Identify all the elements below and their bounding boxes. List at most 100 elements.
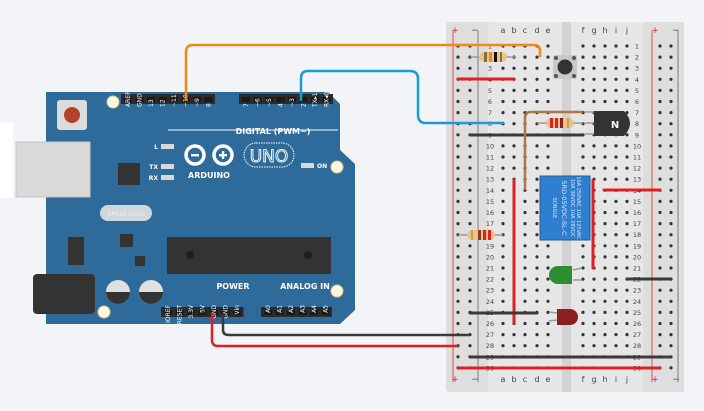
row-number: 19 [486,242,494,250]
row-number: 27 [633,331,641,339]
header-pin[interactable] [204,97,213,102]
header-pin[interactable] [187,310,195,315]
wire-brown[interactable] [523,110,583,190]
header-pin[interactable] [264,310,272,315]
pin-label: 7 [243,103,250,107]
header-pin[interactable] [170,97,178,102]
pin-label: GND [211,305,218,319]
row-number: 2 [635,54,639,62]
header-pin[interactable] [288,97,296,102]
row-number: 12 [633,165,641,173]
header-pin[interactable] [322,97,331,102]
led-red[interactable] [548,309,578,325]
resistor-r2[interactable] [537,118,583,128]
header-pin[interactable] [233,310,241,315]
analog-header-label: ANALOG IN [280,282,330,291]
header-pin[interactable] [164,310,172,315]
row-number: 5 [488,87,492,95]
row-number: 17 [486,220,494,228]
header-pin[interactable] [147,97,155,102]
header-pin[interactable] [175,310,184,315]
digital-header-label: DIGITAL (PWM~) [236,127,311,136]
pin-label: ~3 [289,98,296,107]
rail-polarity-label: + [651,26,659,36]
header-pin[interactable] [158,97,167,102]
column-label: i [615,375,617,384]
led-rx: RX [149,175,174,182]
resistor-r1[interactable] [470,52,516,62]
header-pin[interactable] [276,97,285,102]
voltage-regulator [68,237,84,265]
header-pin[interactable] [242,97,250,102]
rail-polarity-label: + [651,375,659,385]
column-label: d [534,375,539,384]
row-number: 1 [635,43,639,51]
header-pin[interactable] [311,97,319,102]
reset-button[interactable] [57,100,87,130]
header-pin[interactable] [299,97,308,102]
row-number: 16 [486,209,494,217]
pin-label: A0 [265,305,272,313]
pin-label: ~11 [171,94,178,107]
pushbutton[interactable] [553,55,577,79]
header-pin[interactable] [287,310,295,315]
header-pin[interactable] [193,97,201,102]
column-label: c [523,26,527,35]
row-number: 9 [635,131,639,139]
row-number: 24 [486,298,494,306]
header-pin[interactable] [198,310,207,315]
header-pin[interactable] [221,310,230,315]
relay-module[interactable]: 10A 250VAC 10A 125VAC 10A 30VDC 10A 28VD… [539,175,591,241]
header-pin[interactable] [265,97,273,102]
header-pin[interactable] [124,97,132,102]
header-pin[interactable] [321,310,330,315]
pin-label: ~9 [194,98,201,107]
mounting-hole [330,160,344,174]
pin-label: RESET [177,305,184,325]
npn-transistor[interactable]: N [585,111,630,136]
row-number: 22 [486,276,494,284]
column-label: a [501,375,506,384]
wire-red-5v[interactable] [210,313,458,348]
header-pin[interactable] [310,310,318,315]
header-pin[interactable] [253,97,262,102]
row-number: 13 [633,176,641,184]
led-green[interactable] [549,266,583,284]
column-label: i [615,26,617,35]
rail-polarity-label: + [451,375,459,385]
header-pin[interactable] [135,97,144,102]
row-number: 18 [633,231,641,239]
led-on: ON [301,163,327,170]
rail-polarity-label: − [471,375,479,385]
wire-black-gnd[interactable] [221,313,470,337]
column-label: h [602,26,607,35]
svg-text:ON: ON [317,163,327,170]
row-number: 15 [486,198,494,206]
mounting-hole [330,284,344,298]
wire-blue-pin2[interactable] [299,69,504,125]
header-pin[interactable] [275,310,284,315]
header-pin[interactable] [210,310,218,315]
resistor-r3[interactable] [458,230,503,240]
row-number: 11 [486,154,494,162]
small-chip [120,234,133,247]
column-label: f [582,375,585,384]
wire-orange-pin12[interactable] [184,43,542,101]
power-header [161,307,332,317]
row-number: 6 [488,98,492,106]
pin-label: RX◂0 [324,92,331,107]
row-number: 27 [486,331,494,339]
svg-text:UNO: UNO [250,147,289,167]
pin-label: AREF [125,91,132,107]
pin-label: A2 [288,305,295,313]
column-label: f [582,26,585,35]
relay-model: SRD-05VDC-SL-C [560,180,568,236]
pin-label: A4 [311,305,318,313]
pin-label: ~5 [266,98,273,107]
usb-port [15,141,91,198]
header-pin[interactable] [298,310,307,315]
pin-label: IOREF [165,304,172,322]
mounting-hole [97,305,111,319]
row-number: 24 [633,298,641,306]
